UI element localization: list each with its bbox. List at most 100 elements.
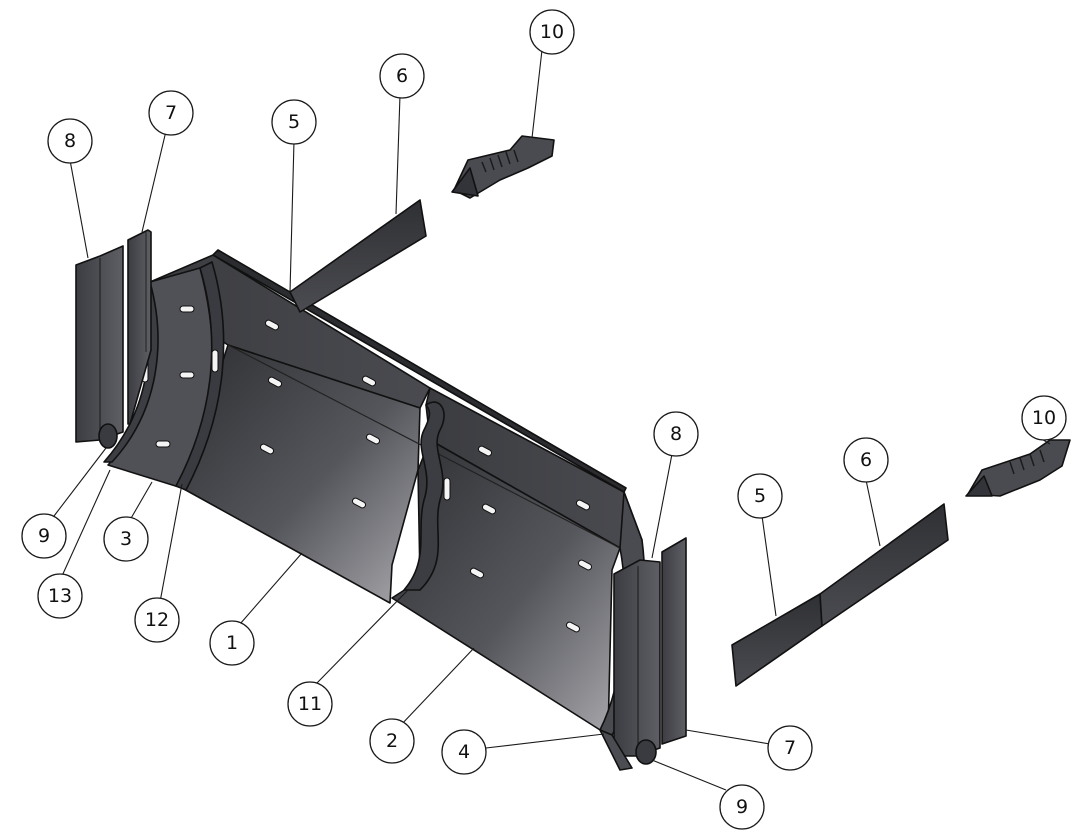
leader-6-top xyxy=(395,94,401,215)
right-guide-ridges xyxy=(1009,449,1045,475)
leader-7-right xyxy=(685,729,771,745)
svg-text:1: 1 xyxy=(226,632,238,654)
leader-5-right xyxy=(761,515,777,617)
center-rib-slot xyxy=(443,477,451,501)
svg-text:2: 2 xyxy=(386,730,398,752)
leader-4 xyxy=(485,733,605,749)
right-skid-4 xyxy=(599,729,633,771)
right-edge-strip-5 xyxy=(731,593,823,687)
right-cutting-edges xyxy=(731,503,949,687)
blade-slots xyxy=(259,319,593,633)
callout-12: 12 xyxy=(134,597,180,643)
svg-text:12: 12 xyxy=(145,609,169,631)
svg-text:4: 4 xyxy=(458,741,470,763)
callout-9: 9 xyxy=(719,784,765,830)
right-strip-7 xyxy=(661,537,687,745)
leader-9-left xyxy=(53,447,107,517)
svg-text:7: 7 xyxy=(165,102,177,124)
svg-text:9: 9 xyxy=(38,525,50,547)
moldboard-blade xyxy=(149,249,643,736)
blade-slot xyxy=(565,621,581,633)
leader-12 xyxy=(159,483,183,603)
blade-slot xyxy=(259,443,275,455)
svg-text:6: 6 xyxy=(396,65,408,87)
leader-2 xyxy=(399,647,475,727)
callout-8: 8 xyxy=(653,411,699,457)
svg-text:10: 10 xyxy=(1032,407,1056,429)
leader-8-right xyxy=(651,453,673,559)
right-end-guide-10 xyxy=(965,439,1071,497)
right-wear-strips xyxy=(599,537,687,771)
leader-3 xyxy=(129,481,153,521)
center-curved-rib xyxy=(403,401,445,591)
right-guide-body xyxy=(967,439,1071,497)
blade-slot xyxy=(575,499,591,511)
callout-2: 2 xyxy=(369,718,415,764)
callout-5: 5 xyxy=(737,473,783,519)
top-edge-strip-6 xyxy=(289,199,427,313)
blade-slot xyxy=(469,567,485,579)
callout-3: 3 xyxy=(103,516,149,562)
svg-text:3: 3 xyxy=(120,528,132,550)
left-strip-7 xyxy=(127,229,152,425)
svg-text:5: 5 xyxy=(754,485,766,507)
end-plate-slot xyxy=(211,349,219,373)
left-wear-strips xyxy=(75,229,152,449)
end-plate-slot xyxy=(155,440,171,448)
svg-text:10: 10 xyxy=(540,21,564,43)
blade-top-lip xyxy=(212,249,627,493)
end-plate-slot xyxy=(179,305,195,313)
end-plate-slot xyxy=(179,371,195,379)
blade-slot xyxy=(351,497,367,509)
leader-10-top xyxy=(531,49,543,139)
callout-7: 7 xyxy=(148,90,194,136)
left-bolt-9 xyxy=(98,423,118,449)
blade-slot xyxy=(361,375,377,387)
leader-1 xyxy=(239,552,303,625)
leader-lines xyxy=(53,49,1051,791)
svg-text:8: 8 xyxy=(64,130,76,152)
blade-slot xyxy=(577,559,593,571)
leader-13 xyxy=(61,469,111,577)
top-end-guide-10 xyxy=(451,135,555,199)
svg-text:13: 13 xyxy=(48,585,72,607)
top-guide-ridges xyxy=(481,149,519,173)
callout-4: 4 xyxy=(441,729,487,775)
right-strip-8 xyxy=(613,559,661,757)
svg-text:5: 5 xyxy=(288,111,300,133)
top-guide-body xyxy=(453,135,555,199)
leader-6-right xyxy=(865,479,881,547)
callout-8: 8 xyxy=(47,118,93,164)
blade-slot xyxy=(365,433,381,445)
callout-6: 6 xyxy=(379,53,425,99)
blade-slot xyxy=(267,376,283,388)
right-guide-tip xyxy=(965,475,993,497)
left-end-assembly xyxy=(103,261,225,491)
callout-13: 13 xyxy=(37,573,83,619)
svg-text:9: 9 xyxy=(736,796,748,818)
callout-7: 7 xyxy=(767,725,813,771)
leader-5-top xyxy=(289,140,295,293)
blade-slot xyxy=(477,445,493,457)
leader-8-left xyxy=(69,159,89,259)
blade-slot xyxy=(481,503,497,515)
callout-10: 10 xyxy=(529,9,575,55)
leader-11 xyxy=(315,589,409,685)
top-guide-tip xyxy=(451,167,479,197)
svg-text:6: 6 xyxy=(860,449,872,471)
leader-9-right xyxy=(651,759,727,791)
left-curved-rib-inner xyxy=(175,261,225,491)
right-edge-strip-6 xyxy=(819,503,949,627)
callout-11: 11 xyxy=(287,681,333,727)
callout-1: 1 xyxy=(209,620,255,666)
callouts: 10 6 5 7 8 10 8 6 5 9 3 13 12 1 11 2 4 7… xyxy=(21,9,1067,830)
right-bolt-9 xyxy=(635,739,657,765)
svg-text:11: 11 xyxy=(298,693,322,715)
callout-5: 5 xyxy=(271,99,317,145)
svg-text:7: 7 xyxy=(784,737,796,759)
callout-10: 10 xyxy=(1021,395,1067,441)
svg-text:8: 8 xyxy=(670,423,682,445)
callout-9: 9 xyxy=(21,513,67,559)
leader-7-left xyxy=(141,130,167,233)
